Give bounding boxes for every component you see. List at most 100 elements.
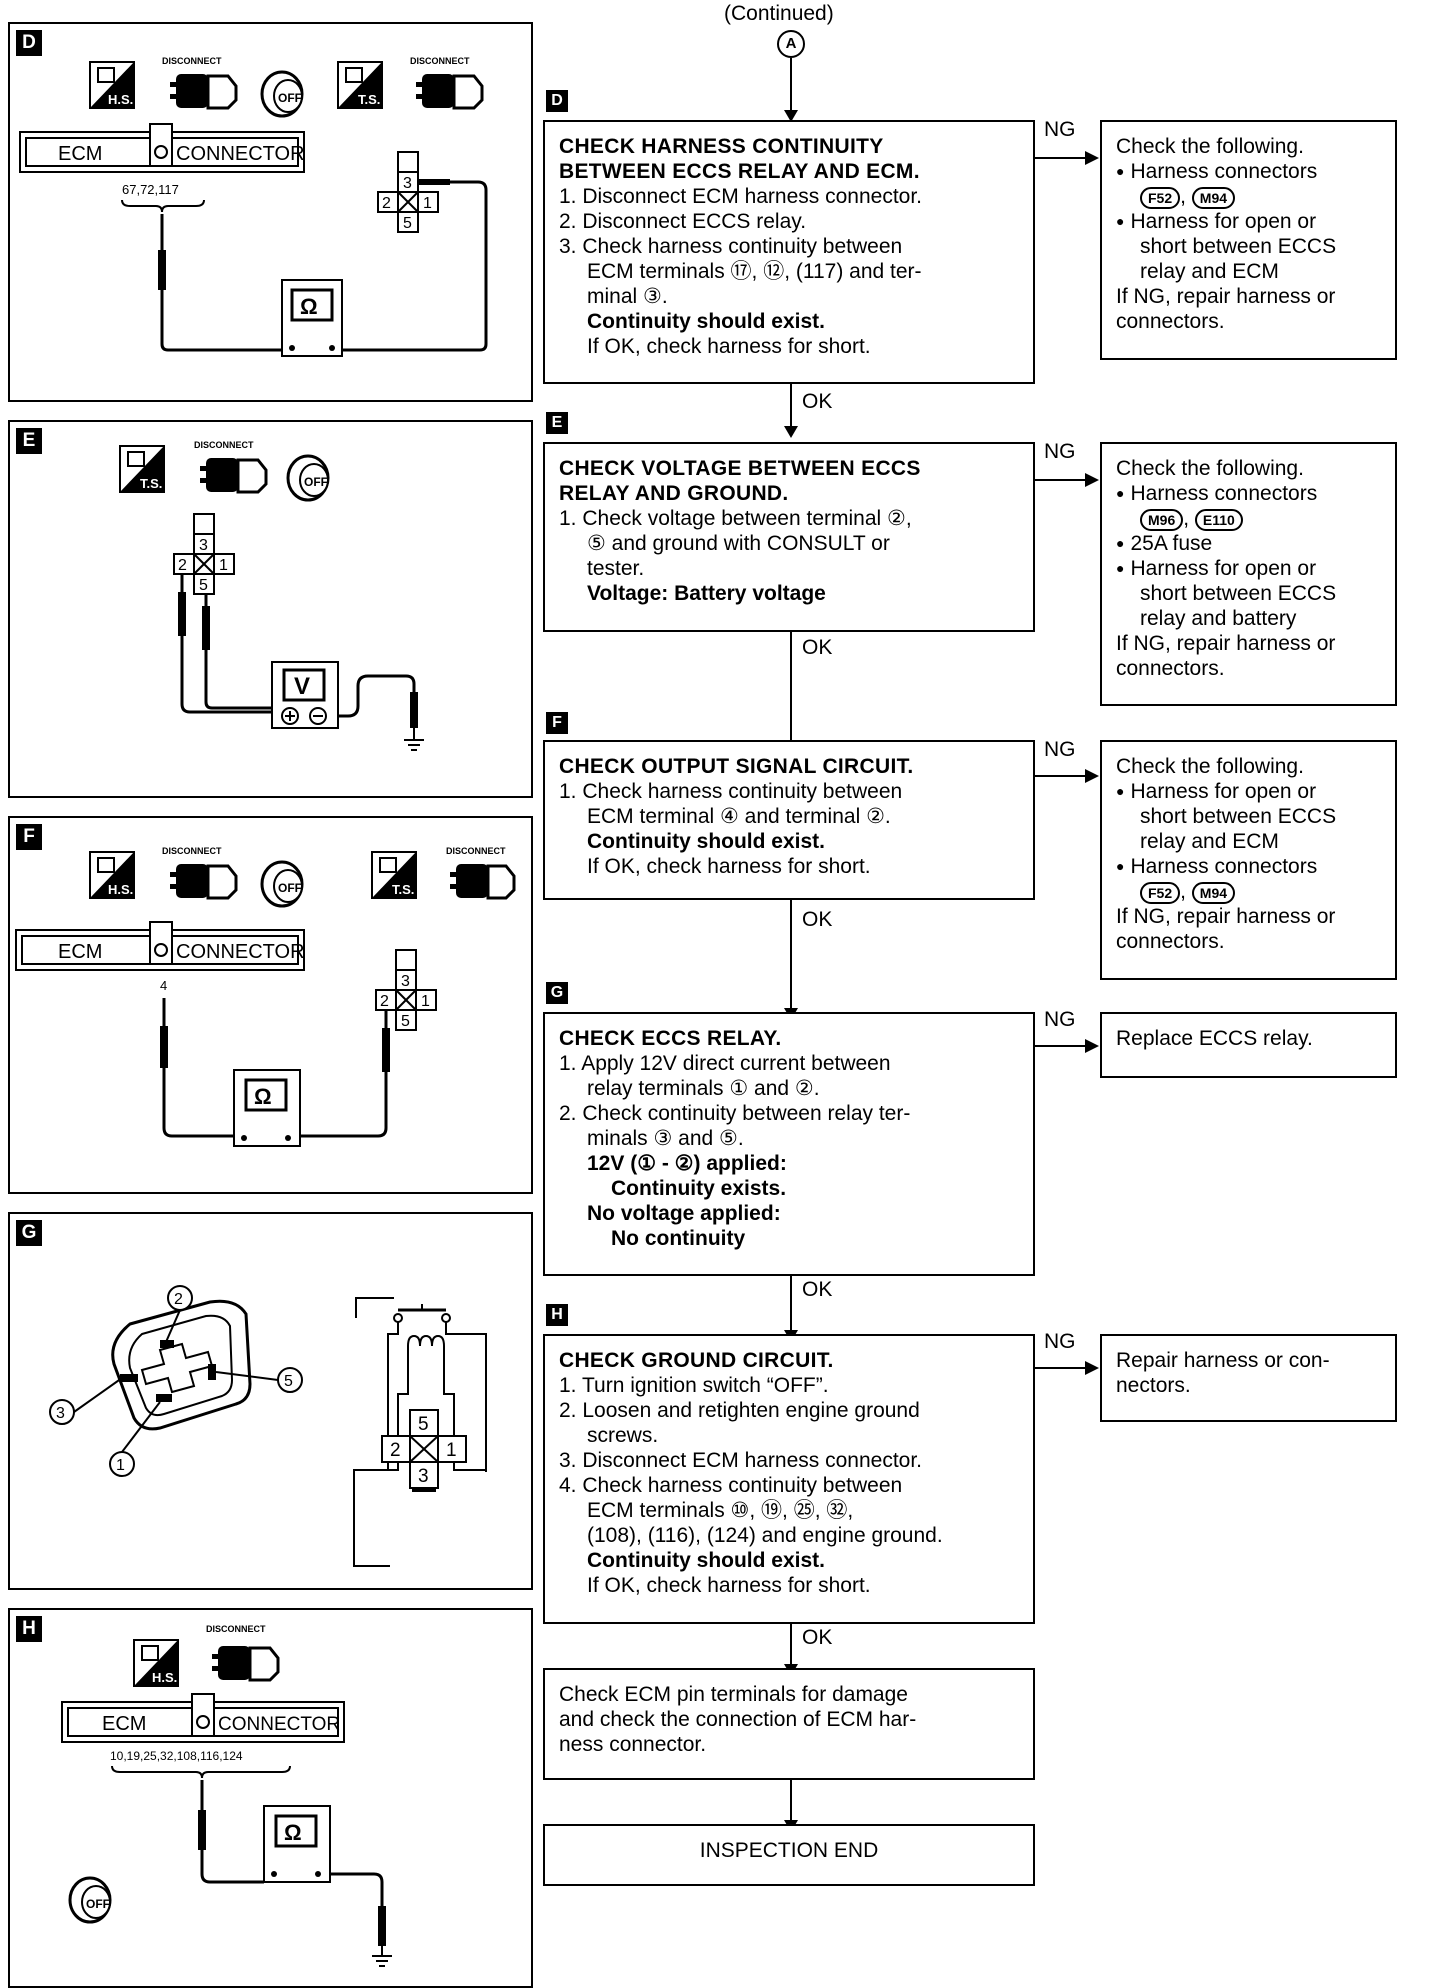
hs-icon: H.S.: [89, 61, 135, 109]
svg-text:1: 1: [423, 195, 432, 212]
svg-text:2: 2: [382, 195, 391, 212]
disconnect-icon: DISCONNECT: [194, 440, 268, 494]
step-h-title: CHECK GROUND CIRCUIT.: [559, 1349, 834, 1372]
continued-label: (Continued): [724, 2, 834, 25]
panel-h-diagram: H H.S. DISCONNECT ECM CONNECTOR 10,19,25…: [8, 1608, 533, 1988]
svg-text:CONNECTOR: CONNECTOR: [176, 143, 305, 165]
svg-text:DISCONNECT: DISCONNECT: [410, 56, 470, 66]
svg-text:3: 3: [418, 1466, 429, 1487]
svg-text:T.S.: T.S.: [140, 476, 162, 491]
svg-text:1: 1: [116, 1457, 125, 1474]
svg-text:5: 5: [401, 1013, 410, 1030]
step-g-tag: G: [546, 982, 568, 1004]
ignition-off-icon: OFF: [68, 1876, 112, 1924]
step-e-instructions: 1. Check voltage between terminal ②, ⑤ a…: [559, 507, 912, 605]
voltmeter-icon: V: [271, 661, 339, 729]
ts-icon: T.S.: [337, 61, 383, 109]
ecm-connector: ECM CONNECTOR: [19, 123, 305, 173]
panel-g-diagram: G 2 3 5 1: [8, 1212, 533, 1590]
ground-circuit-diagram-h: H.S. DISCONNECT ECM CONNECTOR 10,19,25,3…: [61, 1624, 392, 1967]
ok-label-h: OK: [802, 1626, 833, 1649]
svg-text:2: 2: [390, 1440, 401, 1461]
ng-label-d: NG: [1044, 118, 1076, 141]
svg-text:3: 3: [199, 537, 208, 554]
svg-text:67,72,117: 67,72,117: [122, 182, 179, 197]
hs-icon: H.S.: [133, 1639, 179, 1687]
svg-text:H.S.: H.S.: [108, 92, 133, 107]
svg-text:CONNECTOR: CONNECTOR: [218, 1714, 340, 1735]
svg-text:Ω: Ω: [300, 294, 318, 319]
ohmmeter-icon: Ω: [233, 1069, 301, 1147]
ng-label-e: NG: [1044, 440, 1076, 463]
svg-text:DISCONNECT: DISCONNECT: [162, 56, 222, 66]
svg-text:T.S.: T.S.: [392, 882, 414, 897]
step-f-tag: F: [546, 712, 568, 734]
step-d-instructions: 1. Disconnect ECM harness connector. 2. …: [559, 185, 923, 358]
step-h-tag: H: [546, 1304, 568, 1326]
svg-text:OFF: OFF: [304, 475, 328, 489]
disconnect-icon: DISCONNECT: [162, 56, 238, 110]
panel-g-tag: G: [16, 1220, 42, 1246]
svg-text:3: 3: [403, 175, 412, 192]
ground-icon: [404, 739, 424, 751]
svg-text:4: 4: [160, 978, 167, 993]
svg-text:Ω: Ω: [254, 1084, 272, 1109]
step-h-box: CHECK GROUND CIRCUIT. 1. Turn ignition s…: [543, 1334, 1035, 1624]
ng-box-f: Check the following. Harness for open or…: [1100, 740, 1397, 980]
ecm-connector: ECM CONNECTOR: [61, 1693, 345, 1743]
relay-connector: 3 2 1 5: [377, 151, 439, 233]
svg-text:5: 5: [418, 1414, 429, 1435]
svg-text:ECM: ECM: [58, 941, 102, 963]
ng-label-g: NG: [1044, 1008, 1076, 1031]
panel-h-tag: H: [16, 1616, 42, 1642]
panel-f-diagram: F H.S. DISCONNECT OFF T.S. DISCONNECT: [8, 816, 533, 1194]
ng-label-h: NG: [1044, 1330, 1076, 1353]
panel-f-tag: F: [16, 824, 42, 850]
ts-icon: T.S.: [371, 851, 417, 899]
disconnect-icon: DISCONNECT: [206, 1624, 280, 1682]
svg-text:OFF: OFF: [86, 1897, 110, 1911]
ts-icon: T.S.: [119, 445, 165, 493]
step-f-instructions: 1. Check harness continuity between ECM …: [559, 780, 903, 878]
harness-continuity-diagram-d: H.S. DISCONNECT OFF T.S. DISCONNECT: [19, 56, 488, 357]
svg-text:1: 1: [219, 557, 228, 574]
svg-text:CONNECTOR: CONNECTOR: [176, 941, 305, 963]
svg-text:2: 2: [380, 993, 389, 1010]
svg-text:1: 1: [446, 1440, 457, 1461]
panel-e-diagram: E T.S. DISCONNECT OFF 3 2: [8, 420, 533, 798]
ok-label-e: OK: [802, 636, 833, 659]
ohmmeter-icon: Ω: [281, 279, 343, 357]
ignition-off-icon: OFF: [260, 70, 304, 118]
svg-text:OFF: OFF: [278, 881, 302, 895]
panel-d-tag: D: [16, 30, 42, 56]
connector-a-symbol: A: [777, 30, 805, 58]
disconnect-icon-2: DISCONNECT: [410, 56, 484, 110]
svg-text:3: 3: [401, 973, 410, 990]
inspection-end-box: INSPECTION END: [543, 1824, 1035, 1886]
svg-text:V: V: [294, 673, 310, 700]
step-h-instructions: 1. Turn ignition switch “OFF”. 2. Loosen…: [559, 1374, 943, 1597]
final-check-box: Check ECM pin terminals for damage and c…: [543, 1668, 1035, 1780]
step-f-box: CHECK OUTPUT SIGNAL CIRCUIT. 1. Check ha…: [543, 740, 1035, 900]
ohmmeter-icon: Ω: [263, 1805, 331, 1883]
ground-icon: [372, 1955, 392, 1967]
hs-icon: H.S.: [89, 851, 135, 899]
svg-text:OFF: OFF: [278, 91, 302, 105]
svg-text:10,19,25,32,108,116,124: 10,19,25,32,108,116,124: [110, 1749, 243, 1763]
relay-body-illustration: [111, 1299, 252, 1431]
step-g-instructions: 1. Apply 12V direct current between rela…: [559, 1052, 911, 1250]
ok-label-f: OK: [802, 908, 833, 931]
panel-d-diagram: D H.S. DISCONNECT OFF T.S. DISCONNECT: [8, 22, 533, 402]
svg-text:H.S.: H.S.: [152, 1670, 177, 1685]
ok-label-g: OK: [802, 1278, 833, 1301]
ok-label-d: OK: [802, 390, 833, 413]
relay-connector: 3 2 1 5: [173, 513, 235, 595]
svg-text:3: 3: [56, 1405, 65, 1422]
eccs-relay-diagram-g: 2 3 5 1 5 2 1 3: [49, 1285, 487, 1567]
ng-box-e: Check the following. Harness connectors …: [1100, 442, 1397, 706]
relay-schematic: 5 2 1 3: [353, 1297, 487, 1567]
voltage-diagram-e: T.S. DISCONNECT OFF 3 2 1 5: [119, 440, 424, 751]
ignition-off-icon: OFF: [286, 454, 330, 502]
